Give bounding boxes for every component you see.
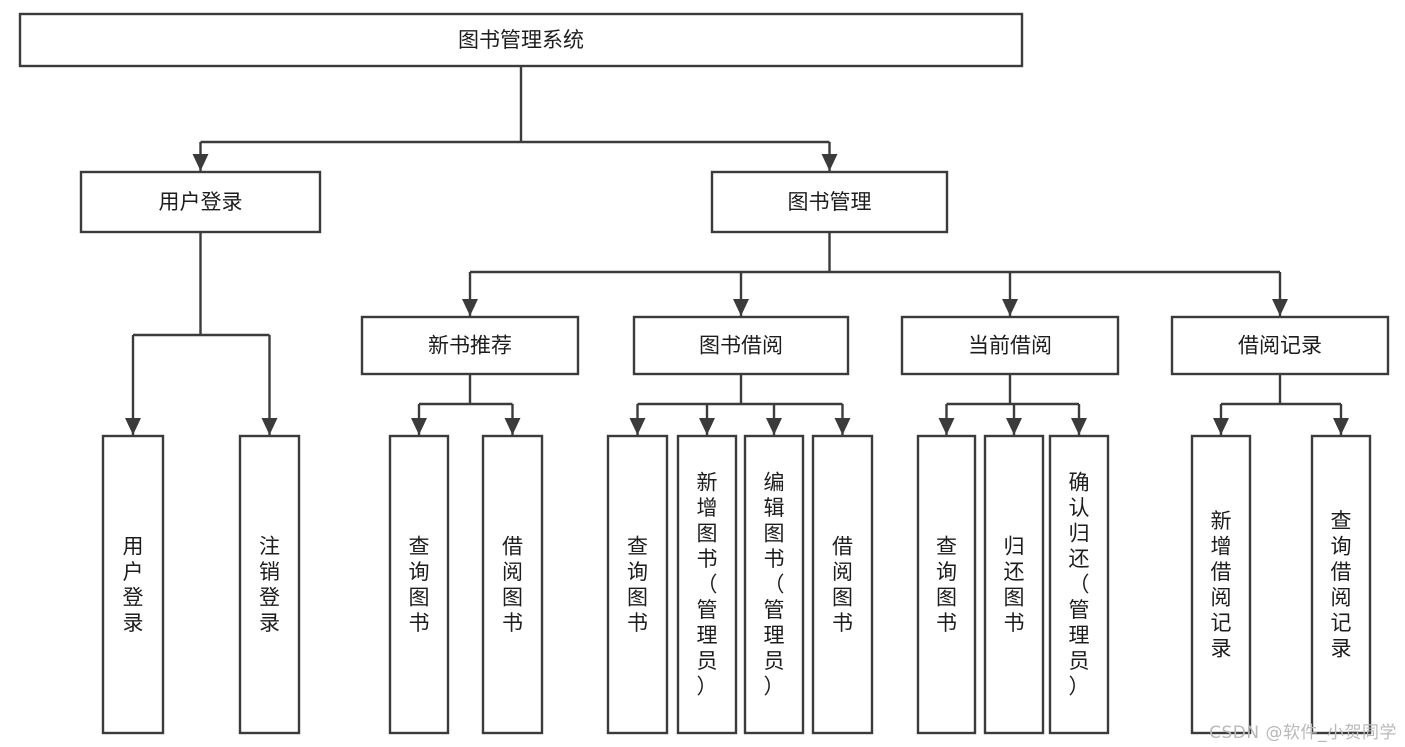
node-new-book-recommend[interactable]: 新书推荐 — [360, 315, 580, 376]
arrow-head-icon-book-borrow-3 — [834, 418, 851, 435]
node-leaf-query-record[interactable]: 查询借阅记录 — [1310, 434, 1372, 735]
node-label-leaf-confirm-return: 确认归还（管理员） — [1069, 471, 1090, 699]
node-leaf-add-record[interactable]: 新增借阅记录 — [1190, 434, 1252, 735]
arrow-head-icon-current-borrow-0 — [938, 418, 955, 435]
arrow-head-icon-root-1 — [821, 154, 838, 171]
arrow-head-icon-l3-0 — [462, 299, 478, 316]
node-label-new-book-recommend: 新书推荐 — [428, 334, 512, 358]
node-box-leaf-query-record — [1310, 434, 1372, 735]
node-label-current-borrow: 当前借阅 — [968, 334, 1052, 358]
node-leaf-borrow-book-1[interactable]: 借阅图书 — [481, 434, 544, 735]
node-label-leaf-borrow-book-2: 借阅图书 — [832, 534, 853, 635]
node-box-leaf-logout-login — [238, 434, 301, 735]
arrow-head-icon-book-borrow-2 — [766, 418, 782, 435]
node-box-book-borrow — [632, 315, 850, 376]
node-label-leaf-query-book-3: 查询图书 — [936, 534, 957, 635]
watermark-text: CSDN @软件_小贺同学 — [1209, 723, 1397, 743]
node-label-leaf-logout-login: 注销登录 — [259, 534, 280, 635]
node-label-leaf-query-book-1: 查询图书 — [409, 534, 430, 635]
node-label-book-manage: 图书管理 — [788, 190, 872, 214]
arrow-head-icon-root-0 — [192, 154, 209, 171]
node-leaf-query-book-1[interactable]: 查询图书 — [388, 434, 450, 735]
node-label-borrow-record: 借阅记录 — [1238, 334, 1322, 358]
arrow-head-icon-new-book-recommend-1 — [504, 418, 521, 435]
node-box-leaf-add-record — [1190, 434, 1252, 735]
node-box-leaf-borrow-book-1 — [481, 434, 544, 735]
arrow-head-icon-borrow-record-0 — [1213, 418, 1229, 435]
arrow-head-icon-current-borrow-1 — [1006, 418, 1022, 435]
node-box-leaf-query-book-1 — [388, 434, 450, 735]
node-label-leaf-return-book: 归还图书 — [1004, 534, 1025, 635]
node-box-leaf-confirm-return — [1048, 434, 1110, 735]
arrow-head-icon-l3-3 — [1272, 299, 1288, 316]
arrow-head-icon-book-borrow-0 — [629, 418, 646, 435]
node-label-leaf-user-login: 用户登录 — [123, 534, 144, 635]
node-label-leaf-edit-book: 编辑图书（管理员） — [764, 471, 785, 699]
node-box-root — [18, 12, 1024, 68]
node-box-leaf-query-book-2 — [606, 434, 669, 735]
node-label-leaf-borrow-book-1: 借阅图书 — [502, 534, 523, 635]
node-box-book-manage — [710, 170, 949, 234]
node-leaf-logout-login[interactable]: 注销登录 — [238, 434, 301, 735]
node-box-leaf-query-book-3 — [916, 434, 977, 735]
node-box-user-login — [79, 170, 322, 234]
connector-layer — [125, 66, 1349, 435]
arrow-head-icon-l3-2 — [1002, 299, 1018, 316]
node-label-leaf-add-book: 新增图书（管理员） — [697, 471, 718, 699]
arrow-head-icon-borrow-record-1 — [1333, 418, 1349, 435]
arrow-head-icon-book-borrow-1 — [699, 418, 715, 435]
node-leaf-query-book-2[interactable]: 查询图书 — [606, 434, 669, 735]
node-leaf-borrow-book-2[interactable]: 借阅图书 — [811, 434, 874, 735]
node-book-borrow[interactable]: 图书借阅 — [632, 315, 850, 376]
node-box-leaf-add-book — [676, 434, 738, 735]
node-leaf-confirm-return[interactable]: 确认归还（管理员） — [1048, 434, 1110, 735]
node-user-login[interactable]: 用户登录 — [79, 170, 322, 234]
node-box-leaf-user-login — [101, 434, 165, 735]
node-box-leaf-return-book — [983, 434, 1045, 735]
node-label-user-login: 用户登录 — [159, 190, 243, 214]
node-layer: 图书管理系统用户登录图书管理新书推荐图书借阅当前借阅借阅记录用户登录注销登录查询… — [18, 12, 1390, 735]
node-label-leaf-add-record: 新增借阅记录 — [1211, 509, 1232, 661]
node-box-leaf-borrow-book-2 — [811, 434, 874, 735]
node-box-borrow-record — [1170, 315, 1390, 376]
node-leaf-edit-book[interactable]: 编辑图书（管理员） — [743, 434, 805, 735]
node-box-leaf-edit-book — [743, 434, 805, 735]
node-box-new-book-recommend — [360, 315, 580, 376]
node-leaf-user-login[interactable]: 用户登录 — [101, 434, 165, 735]
node-current-borrow[interactable]: 当前借阅 — [900, 315, 1120, 376]
node-label-leaf-query-book-2: 查询图书 — [627, 534, 648, 635]
arrow-head-icon-user-login-0 — [125, 418, 141, 435]
node-label-book-borrow: 图书借阅 — [699, 334, 783, 358]
arrow-head-icon-current-borrow-2 — [1071, 418, 1087, 435]
node-root[interactable]: 图书管理系统 — [18, 12, 1024, 68]
node-leaf-add-book[interactable]: 新增图书（管理员） — [676, 434, 738, 735]
node-borrow-record[interactable]: 借阅记录 — [1170, 315, 1390, 376]
node-leaf-return-book[interactable]: 归还图书 — [983, 434, 1045, 735]
node-label-leaf-query-record: 查询借阅记录 — [1331, 509, 1352, 661]
arrow-head-icon-l3-1 — [733, 299, 749, 316]
node-book-manage[interactable]: 图书管理 — [710, 170, 949, 234]
node-leaf-query-book-3[interactable]: 查询图书 — [916, 434, 977, 735]
arrow-head-icon-user-login-1 — [261, 418, 278, 435]
arrow-head-icon-new-book-recommend-0 — [411, 418, 427, 435]
node-box-current-borrow — [900, 315, 1120, 376]
node-label-root: 图书管理系统 — [458, 28, 584, 52]
